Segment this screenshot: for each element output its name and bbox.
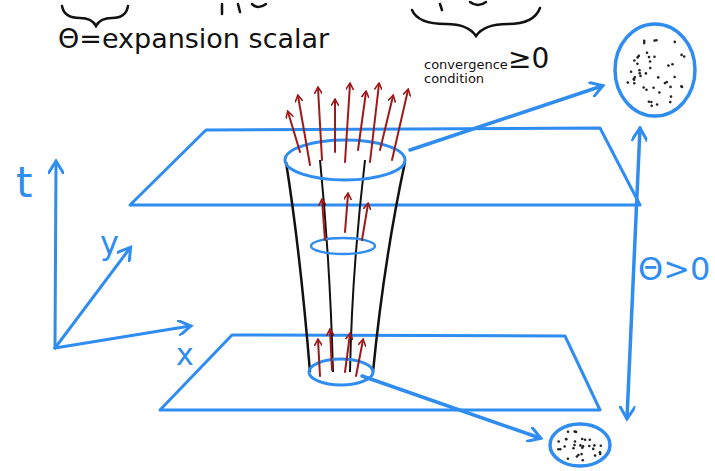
particle-dot [643,40,646,43]
axis-label: x [176,338,194,371]
particle-dot [572,447,575,450]
axes [55,162,190,348]
note-label: convergence condition [424,58,510,87]
particle-dot [565,438,568,441]
particle-dot [567,458,570,461]
particle-dot [599,451,602,454]
particle-dot [656,103,659,106]
particle-dot [584,438,587,441]
particle-dot [594,454,597,457]
particle-dot [588,445,591,448]
axis-label: y [100,226,119,261]
zoom-ellipse [550,24,695,466]
particle-dot [652,87,655,90]
particle-dot [650,101,653,104]
particle-dot [592,448,595,451]
particle-dot [633,79,636,82]
particle-dot [674,41,677,44]
particle-dot [669,86,672,89]
particle-dot [669,101,672,104]
particle-dot [638,72,641,75]
particle-dot [680,85,683,88]
particle-dot [574,440,577,443]
particle-dot [638,55,641,58]
particle-dot [573,444,576,447]
axis-label: t [16,160,32,206]
particle-dot [567,431,570,434]
particle-dot [580,453,583,456]
particle-dot [600,445,603,448]
particle-dot [579,444,582,447]
particle-dot [559,448,562,451]
tangent-vectors [288,84,408,376]
particle-dot [681,86,684,89]
particle-dot [593,444,596,447]
particle-dot [639,75,642,78]
particle-dot [653,39,656,42]
zoom-arrow [362,86,640,438]
particle-dot [645,88,648,91]
particle-dot [633,59,636,62]
spatial-slice [130,128,640,410]
particle-dot [649,67,652,70]
particle-dot [581,438,584,441]
particle-dot [633,82,636,85]
particle-dot [648,56,651,59]
particle-dot [638,69,641,72]
particle-dot [563,445,566,448]
result-label: Θ>0 [638,252,710,287]
particle-dot [565,438,568,441]
world-tube [285,140,405,385]
particle-dots [557,39,685,462]
particle-dot [673,76,676,79]
particle-dot [648,101,651,104]
particle-dot [667,64,670,67]
particle-dot [575,431,578,434]
particle-dot [630,70,633,73]
particle-dot [577,454,580,457]
particle-dot [650,105,653,108]
definition-label: Θ=expansion scalar [58,24,329,54]
particle-dot [664,82,667,85]
particle-dot [670,95,673,98]
particle-dot [658,91,661,94]
particle-dot [645,72,648,75]
particle-dot [589,439,592,442]
particle-dot [557,440,560,443]
particle-dot [636,63,639,66]
particle-dot [646,52,649,55]
particle-dot [627,81,630,84]
particle-dot [582,445,585,448]
particle-dot [582,459,585,462]
particle-dot [649,60,652,63]
particle-dot [671,63,674,66]
particle-dot [680,54,683,57]
particle-dot [642,86,645,89]
particle-dot [683,55,686,58]
inequality-label: ≥0 [508,44,549,75]
particle-dot [657,76,660,79]
particle-dot [653,55,656,58]
particle-dot [634,76,637,79]
